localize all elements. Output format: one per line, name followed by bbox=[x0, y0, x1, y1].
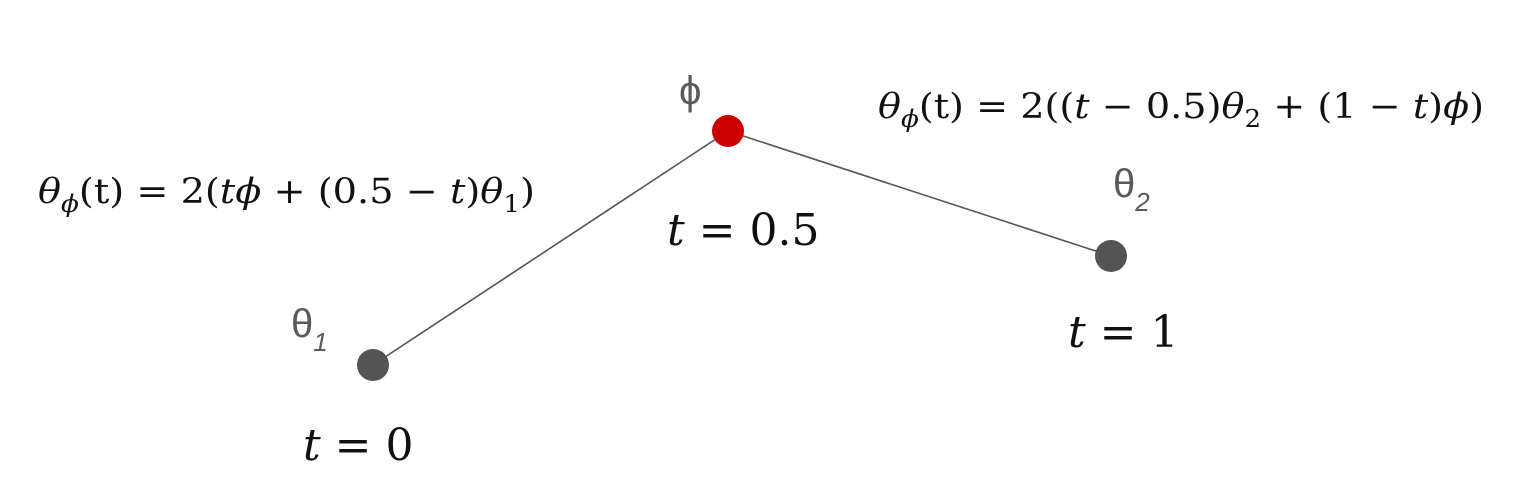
t-label-0.5: t = 0.5 bbox=[667, 205, 820, 256]
t-label-1: t = 1 bbox=[1068, 307, 1179, 358]
t-label-0: t = 0 bbox=[303, 420, 414, 471]
label-theta2: θ2 bbox=[1113, 162, 1150, 217]
label-phi: ϕ bbox=[679, 69, 701, 113]
node-theta2 bbox=[1095, 240, 1127, 272]
node-theta1 bbox=[357, 349, 389, 381]
segment-theta1-phi bbox=[372, 130, 729, 366]
node-phi bbox=[712, 115, 744, 147]
equation-left: θϕ(t) = 2(tϕ + (0.5 − t)θ1) bbox=[38, 172, 535, 218]
label-theta1: θ1 bbox=[291, 302, 328, 357]
equation-right: θϕ(t) = 2((t − 0.5)θ2 + (1 − t)ϕ) bbox=[878, 87, 1484, 133]
segment-phi-theta2 bbox=[727, 130, 1112, 257]
